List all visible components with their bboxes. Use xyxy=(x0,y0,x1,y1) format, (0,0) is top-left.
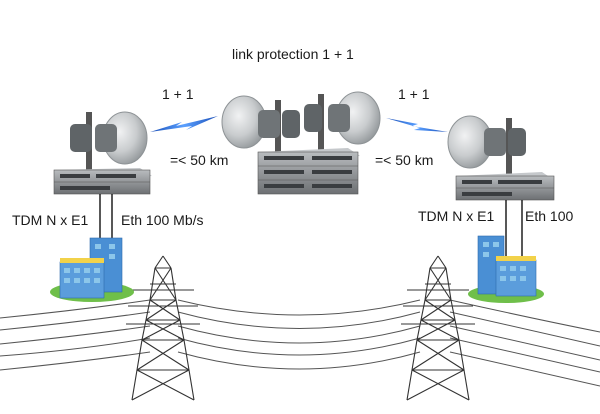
distance-label-right: =< 50 km xyxy=(375,152,434,168)
left-antenna xyxy=(70,111,148,170)
rack-equipment-icon xyxy=(455,172,555,201)
power-transmission-tower-icon xyxy=(126,255,200,401)
tdm-label-left: TDM N x E1 xyxy=(12,212,89,228)
right-cables xyxy=(505,200,523,262)
right-antenna xyxy=(447,115,526,176)
protection-label-left: 1 + 1 xyxy=(162,86,194,102)
power-transmission-tower-icon xyxy=(401,255,475,401)
office-building-icon xyxy=(50,237,134,302)
rack-equipment-icon xyxy=(257,148,360,195)
radio-link-icon xyxy=(386,118,448,132)
center-antenna-right xyxy=(304,91,381,152)
diagram-title: link protection 1 + 1 xyxy=(232,46,354,62)
tdm-label-right: TDM N x E1 xyxy=(418,208,495,224)
eth-label-right: Eth 100 xyxy=(525,208,574,224)
radio-link-icon xyxy=(150,116,218,132)
office-building-icon xyxy=(468,235,544,303)
power-lines xyxy=(0,299,600,387)
eth-label-left: Eth 100 Mb/s xyxy=(121,212,204,228)
distance-label-left: =< 50 km xyxy=(170,152,229,168)
center-antenna-left xyxy=(221,95,300,152)
rack-equipment-icon xyxy=(53,168,152,195)
protection-label-right: 1 + 1 xyxy=(398,86,430,102)
